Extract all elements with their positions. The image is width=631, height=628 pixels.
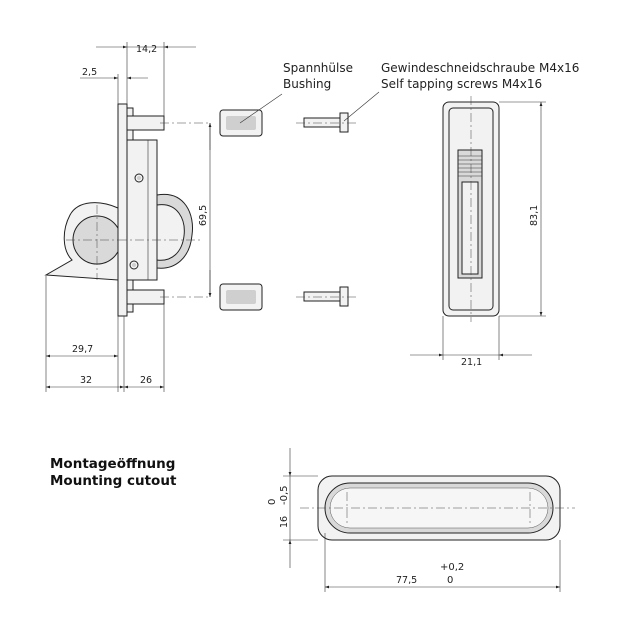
dim-77-5: 77,5: [396, 575, 417, 586]
tol-0: 0: [267, 499, 278, 505]
bushing-label-de: Spannhülse: [283, 61, 353, 75]
front-view: [442, 96, 500, 322]
screw-bottom-head: [339, 286, 349, 307]
tol-minus-0-5: -0,5: [279, 485, 290, 505]
dim-26: 26: [140, 375, 152, 386]
dim-14-2: 14,2: [136, 44, 157, 55]
cutout-title-de: Montageöffnung: [50, 456, 175, 472]
bushings: [219, 109, 263, 311]
tol-plus-0-2: +0,2: [440, 562, 464, 573]
front-dimensions: 83,1 21,1: [410, 101, 546, 368]
bushing-label-en: Bushing: [283, 77, 331, 91]
cutout-dimensions: 16 0 -0,5 77,5 +0,2 0: [267, 448, 561, 592]
cutout-title-en: Mounting cutout: [50, 473, 177, 489]
dim-83-1: 83,1: [529, 205, 540, 226]
dim-69-5: 69,5: [198, 205, 209, 226]
screw-top-head: [339, 112, 349, 133]
side-view: [44, 103, 210, 317]
screws: [296, 112, 356, 307]
tol-0b: 0: [447, 575, 453, 586]
cutout-view: [300, 475, 575, 541]
grip-ribs: [458, 155, 482, 177]
screw-top-shank: [303, 117, 341, 128]
housing: [126, 139, 158, 281]
dim-21-1: 21,1: [461, 357, 482, 368]
screw-label-en: Self tapping screws M4x16: [381, 77, 542, 91]
dim-29-7: 29,7: [72, 344, 93, 355]
side-dimensions: 14,2 2,5 69,5 29,7 32 26: [45, 42, 212, 392]
dim-16: 16: [279, 516, 290, 528]
cutout-title: Montageöffnung Mounting cutout: [50, 456, 177, 489]
part-labels: Spannhülse Bushing Gewindeschneidschraub…: [239, 61, 579, 124]
screw-label-de: Gewindeschneidschraube M4x16: [381, 61, 579, 75]
dim-2-5: 2,5: [82, 67, 97, 78]
lower-stud: [126, 289, 165, 305]
front-plate: [117, 103, 128, 317]
upper-stud: [126, 115, 165, 131]
dim-32: 32: [80, 375, 92, 386]
screw-bottom-shank: [303, 291, 341, 302]
